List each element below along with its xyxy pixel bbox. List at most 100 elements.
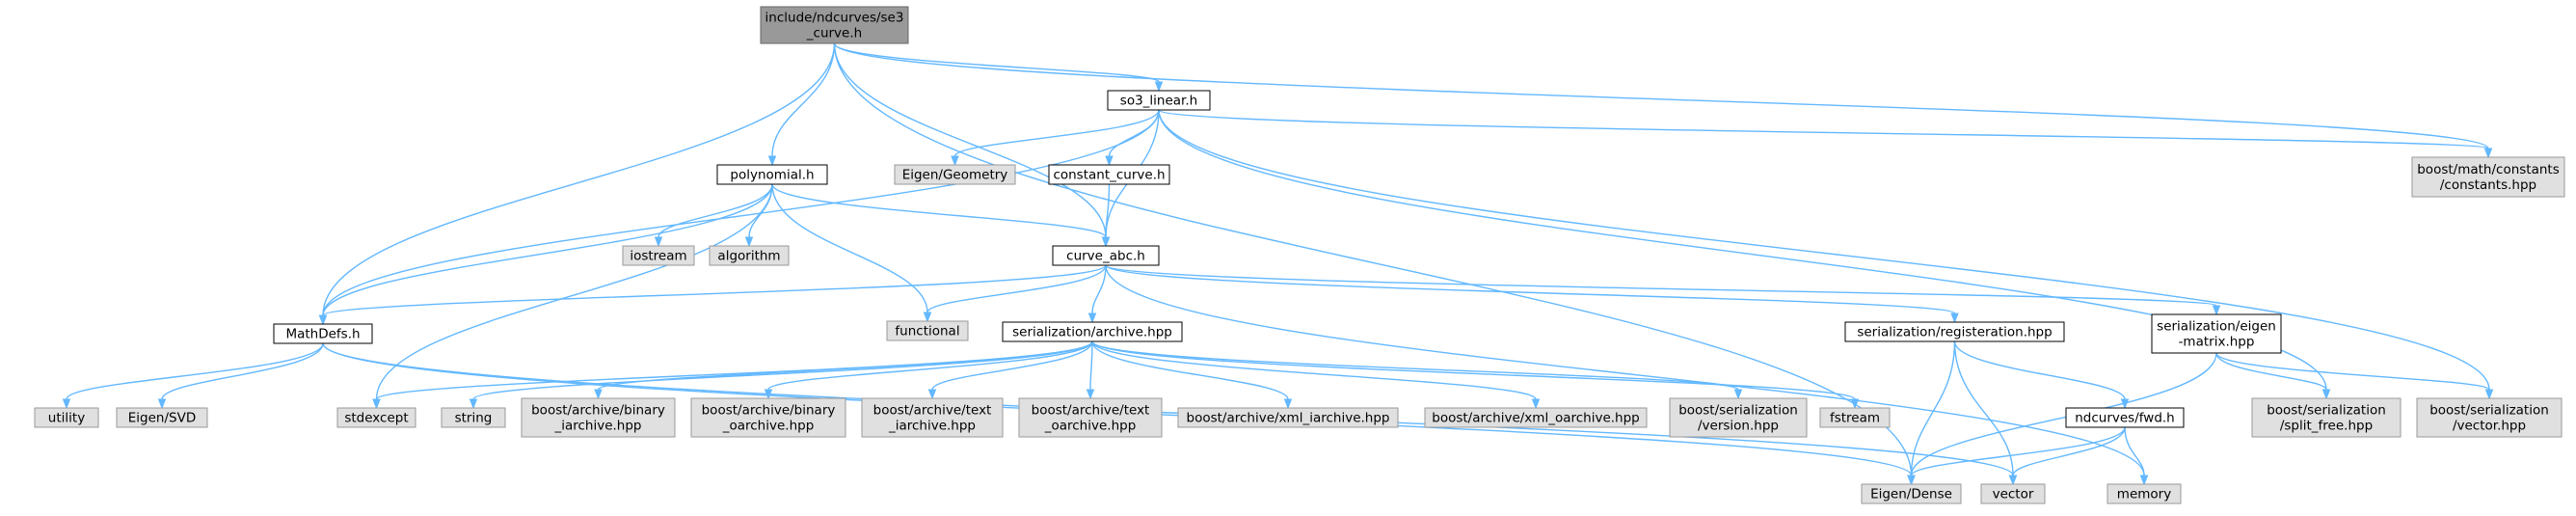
edge-arrowhead (157, 398, 167, 410)
edge-line (1105, 264, 2217, 307)
edge-arrowhead (1907, 475, 1916, 486)
node-eigen-geometry: Eigen/Geometry (894, 164, 1016, 185)
edge-polynomial-to-iostream (654, 183, 773, 248)
edge-line (375, 183, 773, 400)
node-binary-oarchive: boost/archive/binary_oarchive.hpp (690, 397, 846, 438)
node-label: _curve.h (806, 26, 862, 41)
node-serialization-eigen-matrix[interactable]: serialization/eigen-matrix.hpp (2151, 313, 2282, 354)
edge-line (1105, 183, 1111, 238)
edge-polynomial-to-curve_abc (771, 183, 1111, 248)
edge-arrowhead (469, 398, 478, 410)
node-label: ndcurves/fwd.h (2075, 411, 2175, 426)
node-label: Eigen/Geometry (902, 168, 1008, 183)
node-root[interactable]: include/ndcurves/se3_curve.h (760, 6, 909, 44)
edge-line (322, 264, 1107, 316)
edge-line (1158, 109, 2327, 391)
node-box (1861, 483, 1962, 504)
edge-line (161, 342, 324, 400)
edge-line (657, 183, 773, 238)
node-box (861, 397, 1004, 438)
edge-arrowhead (2483, 148, 2493, 159)
node-ndcurves-fwd[interactable]: ndcurves/fwd.h (2065, 407, 2185, 428)
node-so3-linear[interactable]: so3_linear.h (1107, 90, 1211, 111)
edge-arrowhead (1101, 236, 1111, 248)
edge-serialization_registeration-to-ndcurves_fwd (1953, 340, 2130, 410)
edge-line (1158, 109, 2489, 149)
edge-line (771, 42, 836, 157)
edge-ndcurves_fwd-to-vector (2008, 426, 2126, 486)
edge-line (1953, 340, 2126, 400)
node-functional: functional (886, 320, 969, 341)
edge-serialization_archive-to-boost_serialization_version (1091, 340, 1743, 400)
edge-line (322, 342, 2014, 476)
node-binary-iarchive: boost/archive/binary_iarchive.hpp (521, 397, 676, 438)
edge-line (833, 42, 2489, 149)
edge-curve_abc-to-serialization_registeration (1105, 264, 1959, 324)
node-label: polynomial.h (730, 168, 814, 183)
edge-line (953, 109, 1160, 157)
node-label: /version.hpp (1698, 419, 1779, 434)
edge-arrowhead (2484, 389, 2494, 400)
node-box (894, 164, 1016, 185)
edge-line (1953, 340, 2014, 476)
node-label: functional (895, 324, 959, 339)
node-box (116, 407, 208, 428)
node-fstream: fstream (1819, 407, 1891, 428)
edge-line (2215, 352, 2327, 391)
node-box (1844, 321, 2065, 342)
edge-serialization_eigen_matrix-to-boost_serialization_split_free (2215, 352, 2331, 400)
node-label: boost/serialization (2267, 403, 2386, 419)
edge-arrowhead (1733, 389, 1743, 400)
edge-arrowhead (923, 312, 932, 323)
node-box (1819, 407, 1891, 428)
node-mathdefs[interactable]: MathDefs.h (273, 323, 373, 344)
node-boost-math-constants: boost/math/constants/constants.hpp (2411, 156, 2565, 198)
edge-arrowhead (764, 389, 773, 400)
node-eigen-svd: Eigen/SVD (116, 407, 208, 428)
node-serialization-registeration[interactable]: serialization/registeration.hpp (1844, 321, 2065, 342)
edge-line (1158, 109, 2490, 391)
node-algorithm: algorithm (709, 245, 790, 266)
node-label: _oarchive.hpp (722, 419, 815, 434)
node-vector: vector (1980, 483, 2046, 504)
node-label: /vector.hpp (2453, 419, 2526, 434)
node-constant-curve[interactable]: constant_curve.h (1048, 164, 1170, 185)
node-label: string (455, 411, 493, 426)
node-box (2106, 483, 2182, 504)
edge-arrowhead (1154, 81, 1164, 93)
edge-line (597, 340, 1093, 391)
node-box (1002, 321, 1183, 342)
edge-serialization_registeration-to-vector (1953, 340, 2018, 486)
node-memory: memory (2106, 483, 2182, 504)
node-curve-abc[interactable]: curve_abc.h (1052, 245, 1160, 266)
edge-serialization_archive-to-binary_iarchive (594, 340, 1093, 400)
edge-ndcurves_fwd-to-memory (2124, 426, 2149, 486)
node-label: Eigen/Dense (1870, 487, 1952, 502)
edge-line (1910, 352, 2217, 476)
edge-arrowhead (767, 155, 777, 167)
node-label: /split_free.hpp (2280, 419, 2373, 434)
edge-serialization_archive-to-xml_iarchive (1091, 340, 1293, 410)
node-text-iarchive: boost/archive/text_iarchive.hpp (861, 397, 1004, 438)
node-box (273, 323, 373, 344)
node-label: -matrix.hpp (2179, 335, 2255, 350)
node-label: curve_abc.h (1066, 249, 1145, 264)
node-stdexcept: stdexcept (336, 407, 416, 428)
node-label: so3_linear.h (1120, 94, 1197, 109)
node-box (716, 164, 828, 185)
edge-arrowhead (62, 398, 71, 410)
edge-line (322, 183, 773, 316)
edge-serialization_archive-to-fstream (1091, 340, 1860, 410)
node-box (336, 407, 416, 428)
node-label: iostream (630, 249, 686, 264)
node-label: Eigen/SVD (128, 411, 196, 426)
node-text-oarchive: boost/archive/text_oarchive.hpp (1018, 397, 1163, 438)
node-box (1177, 407, 1399, 428)
node-polynomial[interactable]: polynomial.h (716, 164, 828, 185)
edge-line (1091, 340, 1739, 391)
node-xml-iarchive: boost/archive/xml_iarchive.hpp (1177, 407, 1399, 428)
node-serialization-archive[interactable]: serialization/archive.hpp (1002, 321, 1183, 342)
edge-line (1091, 340, 1289, 400)
node-box (441, 407, 506, 428)
